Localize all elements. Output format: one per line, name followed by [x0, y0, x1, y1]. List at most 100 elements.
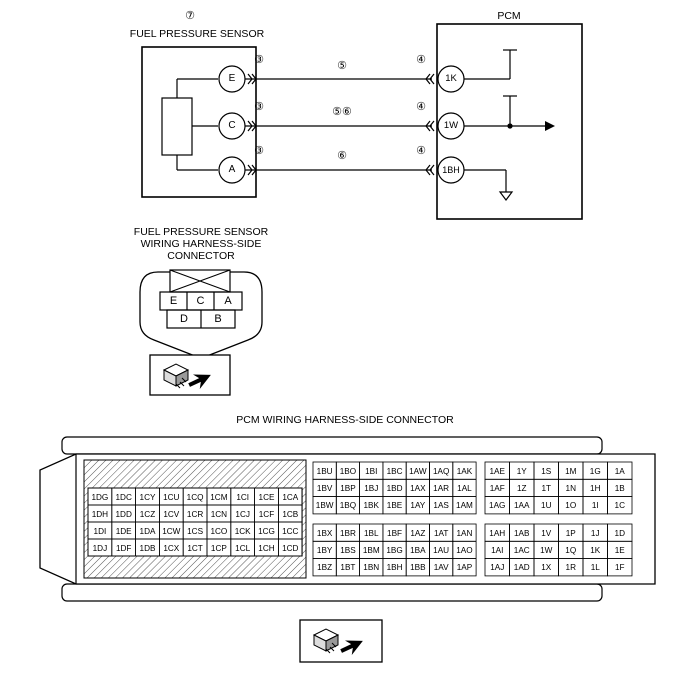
pin-cell: 1AI — [491, 545, 504, 555]
sensor-pin-label-a: A — [228, 164, 236, 175]
pin-cell: 1CG — [258, 526, 275, 536]
pin-cell: 1O — [565, 501, 577, 511]
pin-cell: 1DF — [115, 543, 132, 553]
pcm-box — [436, 23, 583, 220]
pin-cell: 1BL — [363, 528, 379, 538]
pin-cell: 1CP — [210, 543, 227, 553]
pin-cell: 1CQ — [186, 492, 204, 502]
pin-cell: 1BE — [386, 501, 403, 511]
connector-cavity-d: D — [180, 313, 188, 325]
pin-cell: 1CF — [258, 509, 275, 519]
pcm-side-mark-3: ④ — [416, 145, 426, 157]
pin-cell: 1BR — [339, 528, 356, 538]
sensor-connector-caption-3: CONNECTOR — [167, 250, 235, 262]
pin-cell: 1CR — [186, 509, 204, 519]
wire-mark-2: ⑤⑥ — [332, 106, 352, 118]
pin-cell: 1CL — [235, 543, 251, 553]
pin-cell: 1BH — [386, 563, 403, 573]
connector-cavity-a: A — [224, 295, 232, 307]
pin-cell: 1K — [590, 545, 601, 555]
pin-cell: 1AP — [456, 563, 473, 573]
view-arrow-icon — [188, 374, 211, 389]
sensor-ref-number: ⑦ — [185, 10, 195, 22]
pin-cell: 1BO — [339, 466, 357, 476]
pin-cell: 1AS — [433, 501, 449, 511]
pin-cell: 1BJ — [364, 483, 379, 493]
view-arrow-icon-2 — [340, 640, 363, 655]
pin-cell: 1AO — [456, 545, 473, 555]
pin-cell: 1Z — [516, 483, 527, 493]
pin-cell: 1I — [591, 501, 599, 511]
sensor-box — [141, 46, 257, 198]
pin-cell: 1AE — [489, 466, 505, 476]
pin-cell: 1F — [614, 563, 625, 573]
pin-cell: 1CX — [163, 543, 180, 553]
pin-cell: 1BF — [387, 528, 403, 538]
pin-cell: 1AU — [433, 545, 450, 555]
pin-cell: 1BG — [386, 545, 403, 555]
sensor-pin-label-c: C — [228, 120, 236, 131]
pin-cell: 1BV — [316, 483, 333, 493]
pin-cell: 1DH — [91, 509, 109, 519]
pin-cell: 1BK — [363, 501, 379, 511]
view-direction-icon-2 — [299, 619, 383, 663]
pcm-title: PCM — [497, 10, 521, 22]
pin-cell: 1AJ — [490, 563, 505, 573]
pin-cell: 1AD — [513, 563, 530, 573]
pin-cell: 1S — [541, 466, 552, 476]
pin-cell: 1B — [614, 483, 625, 493]
pin-cell: 1AF — [489, 483, 505, 493]
pin-cell: 1AX — [410, 483, 426, 493]
pin-cell: 1Y — [516, 466, 527, 476]
pin-cell: 1AL — [457, 483, 472, 493]
pin-cell: 1V — [541, 528, 552, 538]
sensor-side-mark-1: ③ — [254, 54, 264, 66]
pin-cell: 1AG — [489, 501, 506, 511]
pin-cell: 1AV — [433, 563, 449, 573]
pin-cell: 1CT — [187, 543, 203, 553]
pin-cell: 1DE — [115, 526, 132, 536]
sensor-pin-label-e: E — [228, 73, 236, 84]
pin-cell: 1J — [590, 528, 600, 538]
view-direction-icon — [149, 354, 231, 396]
pin-cell: 1E — [614, 545, 625, 555]
pin-cell: 1AY — [410, 501, 426, 511]
pin-cell: 1H — [590, 483, 601, 493]
pin-cell: 1BP — [340, 483, 356, 493]
pin-cell: 1CE — [258, 492, 275, 502]
pin-cell: 1BU — [316, 466, 333, 476]
pin-cell: 1C — [614, 501, 625, 511]
pcm-connector-bottom-rail — [61, 583, 603, 602]
pin-cell: 1M — [565, 466, 577, 476]
pin-cell: 1CN — [210, 509, 228, 519]
pin-cell: 1BN — [363, 563, 380, 573]
pin-cell: 1CC — [282, 526, 299, 536]
pin-cell: 1CI — [236, 492, 250, 502]
pin-cell: 1R — [565, 563, 576, 573]
pin-cell: 1AM — [456, 501, 473, 511]
pin-cell: 1W — [540, 545, 553, 555]
pcm-pin-label-1k: 1K — [445, 73, 457, 84]
pin-cell: 1AH — [489, 528, 506, 538]
pin-cell: 1AC — [513, 545, 530, 555]
pin-cell: 1U — [541, 501, 552, 511]
pin-cell: 1DD — [115, 509, 132, 519]
pin-cell: 1CZ — [139, 509, 156, 519]
pcm-pin-label-1w: 1W — [443, 120, 459, 131]
pin-cell: 1L — [590, 563, 600, 573]
sensor-element — [161, 97, 193, 156]
pin-cell: 1Q — [565, 545, 577, 555]
pin-cell: 1CV — [163, 509, 180, 519]
harness-wires — [245, 73, 435, 176]
pin-cell: 1CU — [163, 492, 180, 502]
pin-cell: 1CH — [258, 543, 275, 553]
pin-cell: 1BZ — [317, 563, 333, 573]
pin-cell: 1G — [589, 466, 601, 476]
pin-cell: 1DB — [139, 543, 156, 553]
pin-cell: 1BD — [386, 483, 403, 493]
pin-cell: 1CA — [282, 492, 299, 502]
pin-cell: 1DI — [93, 526, 107, 536]
pin-cell: 1CK — [234, 526, 251, 536]
